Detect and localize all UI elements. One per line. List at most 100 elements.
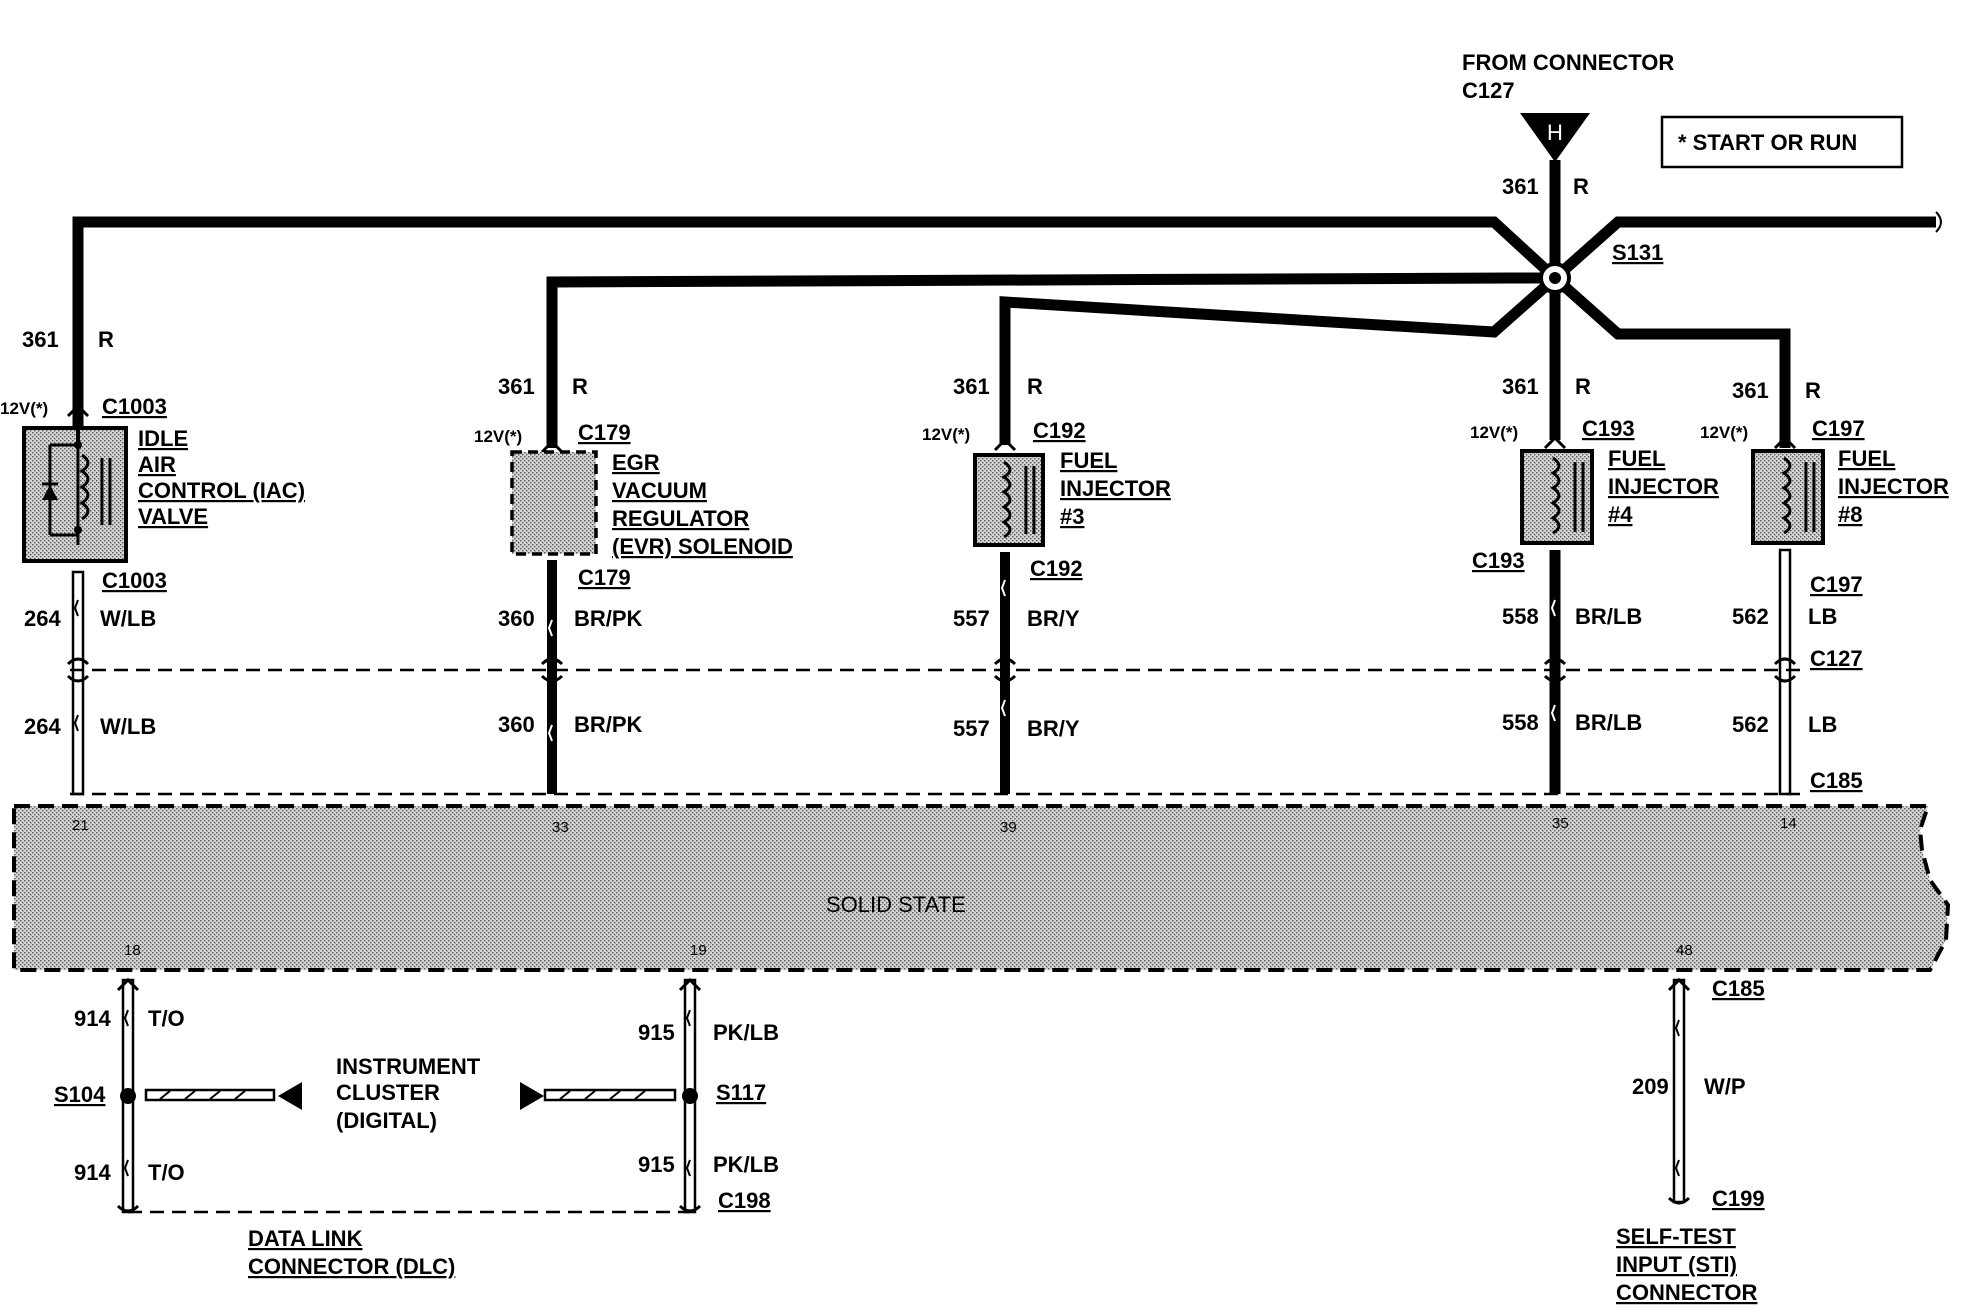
- inj8-circuit-lower: 562: [1732, 712, 1769, 737]
- inj4-circuit-upper: 558: [1502, 604, 1539, 629]
- inj4-connector-top: C193: [1582, 416, 1635, 441]
- source-pin-label: H: [1547, 120, 1563, 145]
- module-label: SOLID STATE: [826, 892, 966, 917]
- pin-egr: 33: [552, 819, 569, 836]
- inj8-label-2: INJECTOR: [1838, 474, 1949, 499]
- inj8-color-lower: LB: [1808, 712, 1837, 737]
- iac-color-upper: W/LB: [100, 606, 156, 631]
- dlc-right-color-lower: PK/LB: [713, 1152, 779, 1177]
- pin-iac: 21: [72, 817, 89, 834]
- source-connector-label: C127: [1462, 78, 1515, 103]
- cluster-label-1: INSTRUMENT: [336, 1054, 481, 1079]
- dlc-left-circuit-upper: 914: [74, 1006, 111, 1031]
- wire-continuation-mark: [1935, 211, 1942, 233]
- injector-8-symbol: [1751, 449, 1825, 545]
- sti-label-3: CONNECTOR: [1616, 1280, 1757, 1305]
- sti-wire: [1672, 978, 1686, 1204]
- source-color: R: [1573, 174, 1589, 199]
- iac-label-3: CONTROL (IAC): [138, 478, 305, 503]
- inj4-circuit-lower: 558: [1502, 710, 1539, 735]
- dlc-left-color-upper: T/O: [148, 1006, 185, 1031]
- c127-connector-marks: [66, 657, 1797, 683]
- inj3-feed-color: R: [1027, 374, 1043, 399]
- output-wires: [71, 548, 1792, 796]
- egr-label-2: VACUUM: [612, 478, 707, 503]
- injector-3-symbol: [973, 453, 1045, 547]
- pin-inj3: 39: [1000, 819, 1017, 836]
- dlc-top-marks: [116, 977, 702, 992]
- iac-circuit-upper: 264: [24, 606, 61, 631]
- iac-voltage: 12V(*): [0, 399, 48, 418]
- wire-stripes-hollow: [73, 599, 79, 732]
- inj3-voltage: 12V(*): [922, 425, 970, 444]
- inj3-circuit-upper: 557: [953, 606, 990, 631]
- inj8-label-3: #8: [1838, 502, 1862, 527]
- iac-label-1: IDLE: [138, 426, 188, 451]
- iac-connector-bottom: C1003: [102, 568, 167, 593]
- inj4-voltage: 12V(*): [1470, 423, 1518, 442]
- dlc-right-circuit-lower: 915: [638, 1152, 675, 1177]
- sti-label-1: SELF-TEST: [1616, 1224, 1736, 1249]
- egr-label-3: REGULATOR: [612, 506, 749, 531]
- c185-inline-label: C185: [1810, 768, 1863, 793]
- inj3-circuit-lower: 557: [953, 716, 990, 741]
- splice-s117-icon: [682, 1088, 698, 1104]
- inj8-feed-color: R: [1805, 378, 1821, 403]
- solid-state-module: [12, 804, 1951, 972]
- iac-valve-symbol: [22, 426, 128, 563]
- splice-s131-icon: [1539, 262, 1571, 294]
- egr-circuit-upper: 360: [498, 606, 535, 631]
- inj3-color-upper: BR/Y: [1027, 606, 1080, 631]
- pin-inj8: 14: [1780, 815, 1797, 832]
- dlc-label-2: CONNECTOR (DLC): [248, 1254, 455, 1279]
- inj4-color-lower: BR/LB: [1575, 710, 1642, 735]
- egr-label-1: EGR: [612, 450, 660, 475]
- wire-stripes: [547, 579, 1556, 742]
- inj3-connector-bottom: C192: [1030, 556, 1083, 581]
- note-box: [1660, 115, 1904, 169]
- dlc-left-circuit-lower: 914: [74, 1160, 111, 1185]
- egr-solenoid-symbol: [510, 450, 598, 556]
- pin-sti: 48: [1676, 942, 1693, 959]
- source-circuit: 361: [1502, 174, 1539, 199]
- splice-s117-label: S117: [716, 1080, 766, 1105]
- inj4-label-2: INJECTOR: [1608, 474, 1719, 499]
- inj8-circuit-upper: 562: [1732, 604, 1769, 629]
- splice-s104-label: S104: [54, 1082, 106, 1107]
- iac-label-4: VALVE: [138, 504, 208, 529]
- inj3-label-1: FUEL: [1060, 448, 1117, 473]
- cluster-link-left: [144, 1082, 302, 1110]
- inj8-label-1: FUEL: [1838, 446, 1895, 471]
- dlc-bottom-marks: [116, 1204, 702, 1213]
- egr-connector-bottom: C179: [578, 565, 631, 590]
- iac-feed-circuit: 361: [22, 327, 59, 352]
- dlc-right-color-upper: PK/LB: [713, 1020, 779, 1045]
- injector-4-symbol: [1520, 449, 1594, 545]
- iac-label-2: AIR: [138, 452, 176, 477]
- egr-feed-color: R: [572, 374, 588, 399]
- c127-inline-label: C127: [1810, 646, 1863, 671]
- inj3-connector-top: C192: [1033, 418, 1086, 443]
- sti-connector-top: C185: [1712, 976, 1765, 1001]
- inj3-label-2: INJECTOR: [1060, 476, 1171, 501]
- inj4-color-upper: BR/LB: [1575, 604, 1642, 629]
- dlc-connector-label: C198: [718, 1188, 771, 1213]
- iac-feed-color: R: [98, 327, 114, 352]
- note-text: * START OR RUN: [1678, 130, 1857, 155]
- iac-color-lower: W/LB: [100, 714, 156, 739]
- inj4-label-1: FUEL: [1608, 446, 1665, 471]
- inj8-connector-top: C197: [1812, 416, 1865, 441]
- source-terminal-icon: H: [1520, 113, 1590, 162]
- from-connector-label: FROM CONNECTOR: [1462, 50, 1674, 75]
- splice-s131-label: S131: [1612, 240, 1663, 265]
- egr-color-upper: BR/PK: [574, 606, 643, 631]
- cluster-label-2: CLUSTER: [336, 1080, 440, 1105]
- sti-circuit: 209: [1632, 1074, 1669, 1099]
- egr-label-4: (EVR) SOLENOID: [612, 534, 793, 559]
- egr-feed-circuit: 361: [498, 374, 535, 399]
- pin-dlc-left: 18: [124, 942, 141, 959]
- inj8-color-upper: LB: [1808, 604, 1837, 629]
- feed-wires: [72, 160, 1936, 448]
- inj4-connector-bottom: C193: [1472, 548, 1525, 573]
